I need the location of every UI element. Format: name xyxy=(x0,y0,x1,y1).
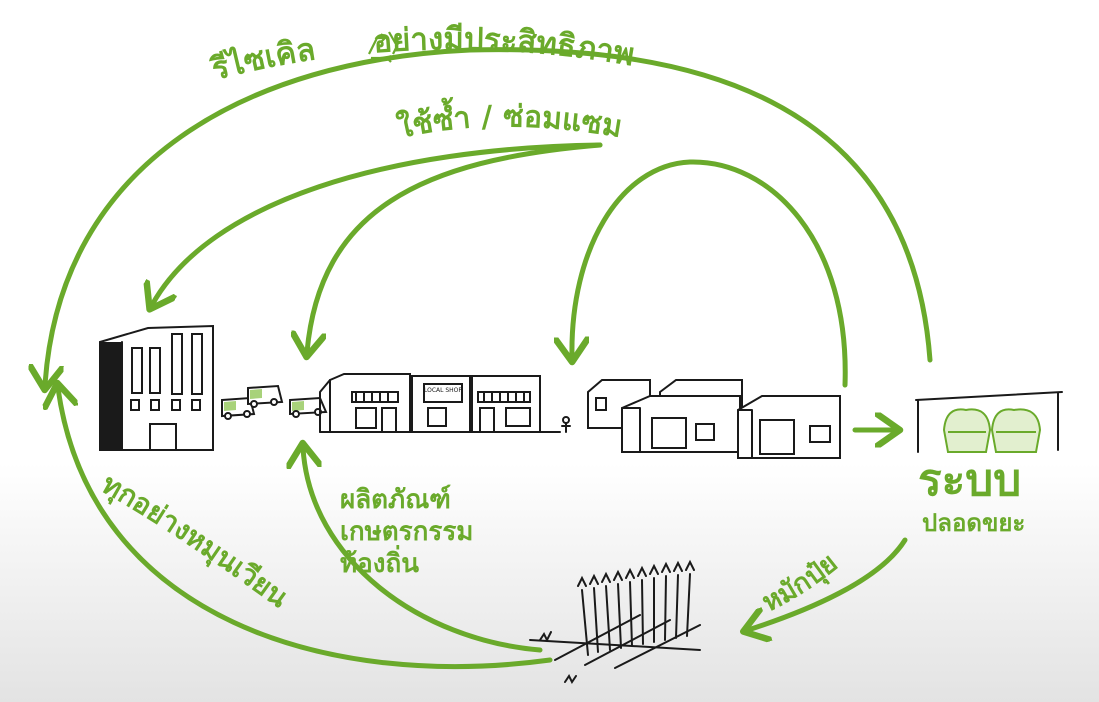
van-icon xyxy=(221,384,328,420)
reuse-arrow-shops xyxy=(307,142,603,352)
shop-sign: LOCAL SHOP xyxy=(424,387,462,394)
recycle-icon xyxy=(368,31,399,63)
waste-system-subtitle: ปลอดขยะ xyxy=(922,509,1026,537)
compost-arrow xyxy=(748,537,908,630)
compost-bin-icon xyxy=(915,391,1063,453)
waste-system-title: ระบบ xyxy=(918,455,1022,506)
shop-row-icon: LOCAL SHOP xyxy=(319,373,571,433)
reuse-arrow-houses xyxy=(572,159,848,388)
house-icon xyxy=(587,379,841,459)
recycle-arrow xyxy=(45,47,933,385)
recycle-label: รีไซเคิลอย่างมีประสิทธิภาพ xyxy=(207,21,637,88)
local-products-arrow xyxy=(303,448,543,653)
wheat-field-icon xyxy=(529,559,701,684)
local-products-label: ผลิตภัณฑ์ เกษตรกรรม ท้องถิ่น xyxy=(340,485,474,579)
reuse-repair-label: ใช้ซ้ำ / ซ่อมแซม xyxy=(394,94,625,145)
factory-icon xyxy=(99,324,214,451)
compost-label: หมักปุ๋ย xyxy=(757,548,843,619)
reuse-arrow-factory xyxy=(152,142,603,305)
circular-arrow xyxy=(58,388,553,670)
